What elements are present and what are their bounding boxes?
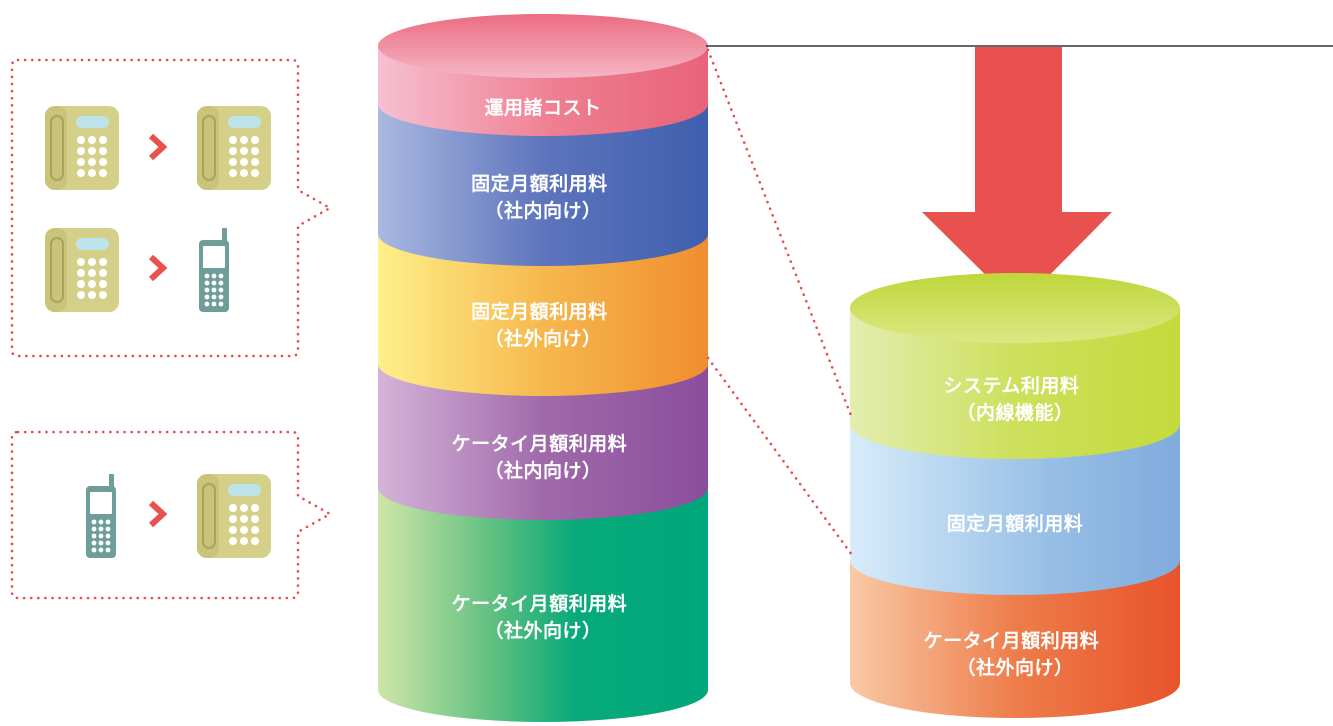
mobile-phone-icon: [199, 228, 229, 312]
chevron-right-icon: [151, 136, 163, 158]
chevron-right-icon: [151, 257, 163, 279]
right-cylinder-top: [850, 273, 1180, 343]
callout-lower-border: [10, 430, 333, 600]
left-label-3: ケータイ月額利用料 （社内向け）: [452, 432, 635, 482]
connector-lower: [706, 356, 854, 557]
right-cylinder-stack: システム利用料 （内線機能） 固定月額利用料 ケータイ月額利用料 （社外向け）: [850, 273, 1180, 718]
callout-lower: [10, 430, 333, 600]
left-label-0: 運用諸コスト: [484, 96, 601, 119]
desk-phone-icon: [196, 105, 272, 191]
left-label-4: ケータイ月額利用料 （社外向け）: [452, 592, 635, 642]
desk-phone-icon: [196, 473, 272, 559]
right-label-0: システム利用料 （内線機能）: [943, 374, 1086, 424]
segment-mobile-external: [378, 482, 708, 722]
segment-right-mobile-external: [850, 554, 1180, 718]
segment-fixed-external: [378, 228, 708, 396]
desk-phone-icon: [44, 227, 120, 313]
left-label-1: 固定月額利用料 （社内向け）: [471, 172, 615, 222]
segment-fixed-internal: [378, 98, 708, 266]
segment-right-fixed: [850, 418, 1180, 595]
right-label-2: ケータイ月額利用料 （社外向け）: [924, 629, 1107, 679]
dotted-connectors: [706, 48, 854, 557]
desk-phone-icon: [44, 105, 120, 191]
mobile-phone-icon: [86, 474, 116, 558]
left-label-2: 固定月額利用料 （社外向け）: [471, 300, 615, 350]
left-cylinder-stack: 運用諸コスト 固定月額利用料 （社内向け） 固定月額利用料 （社外向け） ケータ…: [378, 14, 708, 722]
left-cylinder-top: [378, 14, 708, 78]
connector-upper: [706, 48, 854, 420]
chevron-right-icon: [151, 503, 163, 525]
segment-right-system: [850, 308, 1180, 459]
right-label-1: 固定月額利用料: [947, 512, 1084, 535]
segment-mobile-internal: [378, 358, 708, 520]
down-arrow: [922, 47, 1112, 307]
